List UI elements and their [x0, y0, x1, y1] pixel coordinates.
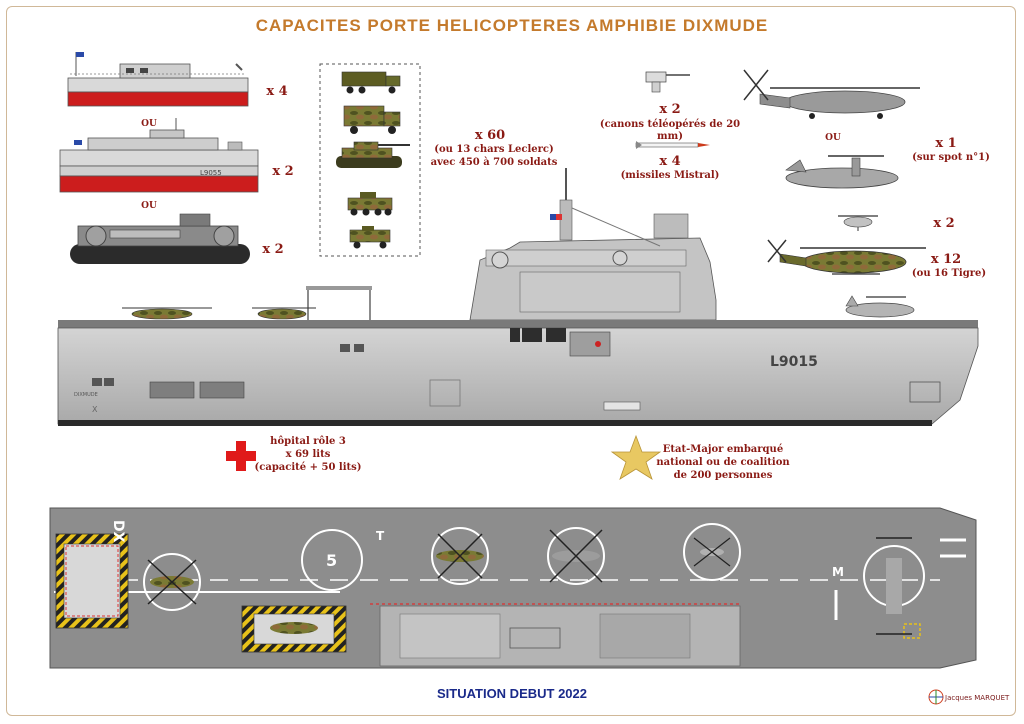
ship-profile: L9015 DIXMUDE X [57, 168, 979, 426]
stern-name: DIXMUDE [74, 392, 98, 398]
or-label-1: OU [141, 119, 157, 129]
cta-landing-craft [67, 52, 249, 107]
flight-deck-plan: DX 5 T M [49, 507, 977, 669]
deck-letters: DX [110, 520, 126, 543]
missiles-count: x 4 [659, 154, 681, 169]
page-frame [6, 6, 1016, 716]
command-star-icon [610, 434, 662, 480]
drone-icon [838, 215, 878, 231]
camo-truck-icon [343, 105, 401, 134]
situation-footer: SITUATION DEBUT 2022 [436, 686, 587, 701]
bow-mark: X [92, 405, 98, 414]
guns-count: x 2 [659, 102, 681, 117]
truck-icon [341, 71, 401, 94]
signature-logo [928, 689, 944, 705]
hq-line-1: Etat-Major embarqué [662, 444, 784, 455]
deck-letter-m: M [832, 565, 844, 579]
heavy-helicopter-icon [743, 69, 920, 119]
tank-icon [336, 141, 410, 168]
edar-count: x 2 [272, 164, 294, 179]
nh90-helicopter-icon [767, 239, 926, 275]
hospital-cross-icon [226, 441, 256, 471]
lcac-count: x 2 [262, 242, 284, 257]
vehicle-count: x 60 [474, 128, 506, 143]
hospital-line-1: hôpital rôle 3 [270, 436, 346, 447]
lcac-hovercraft [70, 213, 250, 264]
small-tiltrotor-icon [845, 295, 915, 318]
cta-count: x 4 [266, 84, 288, 99]
missiles-desc: (missiles Mistral) [620, 170, 720, 181]
hull-number: L9015 [770, 354, 818, 370]
helo-desc: (ou 16 Tigre) [911, 268, 987, 279]
hq-line-2: national ou de coalition [656, 457, 790, 468]
spot-number: 5 [326, 551, 337, 570]
helo-count: x 12 [930, 252, 962, 267]
drone-count: x 2 [933, 216, 955, 231]
tiltrotor-icon [785, 155, 899, 189]
edar-landing-craft: L9055 [59, 118, 259, 193]
hospital-line-3: (capacité + 50 lits) [254, 462, 362, 473]
signature-text: Jacques MARQUET [945, 694, 1010, 702]
armored-vehicle-icon [347, 192, 393, 216]
hospital-line-2: x 69 lits [285, 449, 331, 460]
remote-gun-icon [645, 71, 690, 93]
edar-hull-number: L9055 [200, 169, 222, 177]
or-label-2: OU [141, 201, 157, 211]
deck-letter-t: T [376, 529, 385, 543]
page-title: CAPACITES PORTE HELICOPTERES AMPHIBIE DI… [255, 16, 769, 35]
vehicle-panel [319, 63, 421, 257]
vehicle-note-1: (ou 13 chars Leclerc) [434, 144, 554, 155]
vehicle-note-2: avec 450 à 700 soldats [430, 157, 558, 168]
spot-desc: (sur spot n°1) [912, 152, 990, 163]
or-label-3: OU [825, 133, 841, 143]
guns-desc: (canons téléopérés de 20 mm) [599, 119, 741, 142]
light-armored-vehicle-icon [349, 226, 391, 249]
spot-count: x 1 [935, 136, 957, 151]
hq-line-3: de 200 personnes [673, 470, 773, 481]
mistral-missile-icon [635, 141, 710, 149]
